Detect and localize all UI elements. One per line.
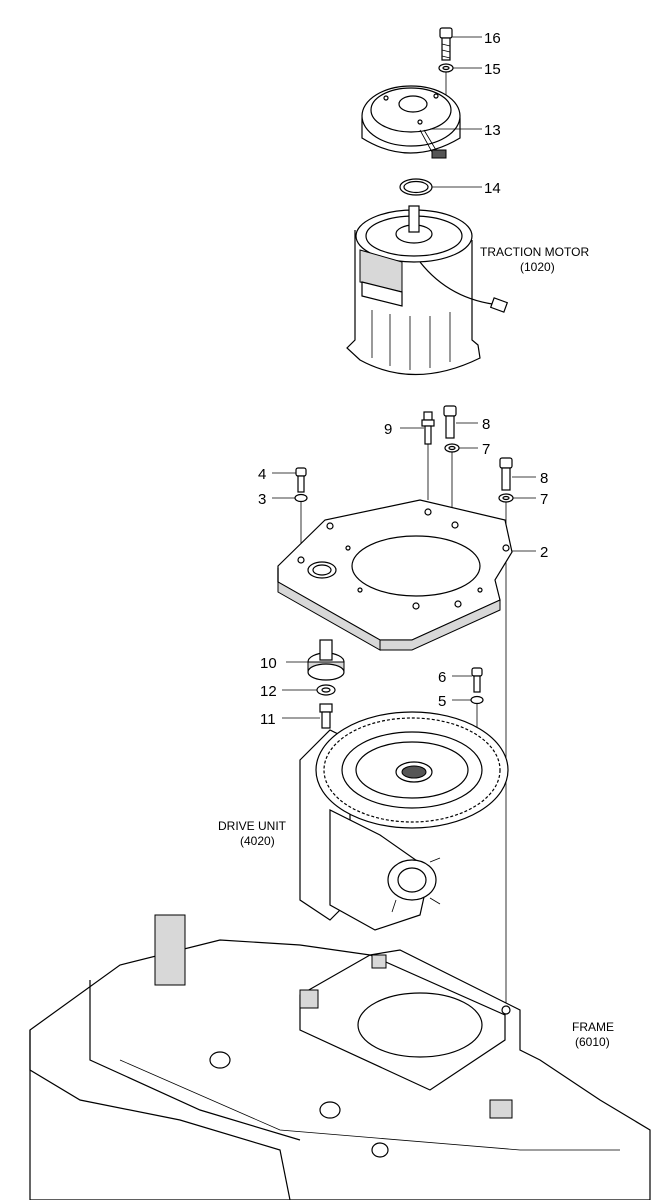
frame-label-line1: FRAME xyxy=(572,1020,614,1034)
drive-unit-label-line2: (4020) xyxy=(240,834,275,848)
callout-16: 16 xyxy=(484,30,501,47)
part-15-washer xyxy=(438,63,454,73)
part-7-washer-a xyxy=(444,443,460,453)
callout-11: 11 xyxy=(260,711,276,728)
frame-label-line2: (6010) xyxy=(575,1035,610,1049)
traction-motor-label-line1: TRACTION MOTOR xyxy=(480,245,589,259)
part-14-snap-ring xyxy=(399,178,433,196)
callout-5: 5 xyxy=(438,693,446,710)
part-8-bolt-b xyxy=(499,457,513,491)
callout-4: 4 xyxy=(258,466,266,483)
part-13-brake-unit xyxy=(361,85,461,159)
part-16-bolt xyxy=(439,27,453,61)
part-2-adapter-plate xyxy=(277,499,513,651)
callout-15: 15 xyxy=(484,61,501,78)
drive-unit-label-line1: DRIVE UNIT xyxy=(218,819,287,833)
part-6-bolt xyxy=(471,667,483,693)
traction-motor-label-line2: (1020) xyxy=(520,260,555,274)
callout-7b: 7 xyxy=(540,491,548,508)
callout-3: 3 xyxy=(258,491,266,508)
callout-6: 6 xyxy=(438,669,446,686)
leader-lines xyxy=(272,36,536,719)
part-3-washer xyxy=(294,493,308,503)
callout-14: 14 xyxy=(484,180,501,197)
callout-13: 13 xyxy=(484,122,501,139)
callout-2: 2 xyxy=(540,544,548,561)
callout-7a: 7 xyxy=(482,441,490,458)
part-5-washer xyxy=(470,695,484,705)
callout-10: 10 xyxy=(260,655,277,672)
traction-motor xyxy=(346,205,509,376)
part-4-bolt xyxy=(295,467,307,493)
part-7-washer-b xyxy=(498,493,514,503)
callout-12: 12 xyxy=(260,683,277,700)
callout-9: 9 xyxy=(384,421,392,438)
drive-unit xyxy=(299,711,509,931)
part-8-bolt-a xyxy=(443,405,457,439)
callout-8b: 8 xyxy=(540,470,548,487)
callout-8a: 8 xyxy=(482,416,490,433)
frame xyxy=(29,914,651,1200)
part-11-bolt xyxy=(319,703,333,729)
part-12-washer xyxy=(316,684,336,696)
part-10-pinion-gear xyxy=(307,639,345,681)
